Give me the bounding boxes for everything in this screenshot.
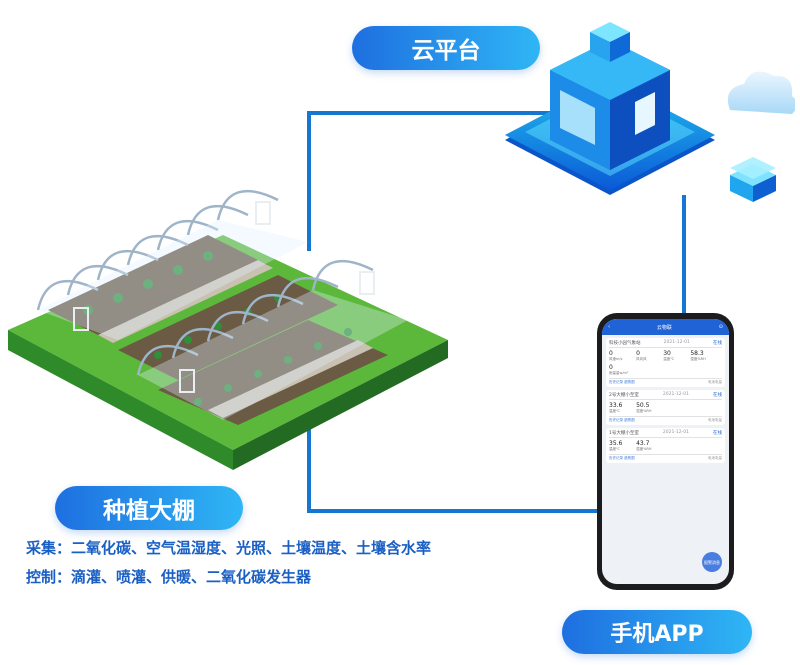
back-icon[interactable]: ‹ [608, 324, 610, 330]
card-title: 2号大棚小至室 [609, 393, 639, 398]
reading-label: 风速m/s [609, 357, 623, 361]
reading-label: 雨量量w/m² [609, 371, 629, 375]
reading-label: 温度℃ [609, 409, 620, 413]
card-header: 科技小园气象站 2021-12-01 在线 [609, 340, 722, 348]
reading-value: 0 [636, 350, 640, 357]
connector-left-vertical-lower [307, 415, 311, 511]
reading-value: 43.7 [636, 440, 650, 447]
card-time: 2021-12-01 [662, 392, 690, 397]
reading-label: 温度℃ [663, 357, 675, 361]
history-link[interactable]: 历史记录 趋势图 [609, 380, 635, 384]
greenhouse-label: 种植大棚 [55, 486, 243, 530]
card-time: 2021-12-01 [663, 340, 690, 345]
history-link[interactable]: 历史记录 趋势图 [609, 418, 635, 422]
battery-label: 电池电量 [708, 418, 722, 422]
card-footer: 历史记录 趋势图 电池电量 [609, 378, 722, 385]
battery-label: 电池电量 [708, 380, 722, 384]
reading-label: 湿度%RH [690, 357, 706, 361]
connector-right-vertical [682, 195, 686, 315]
control-caption: 控制：滴灌、喷灌、供暖、二氧化碳发生器 [26, 568, 312, 586]
card-header: 1号大棚小至室 2021-12-01 在线 [609, 430, 722, 438]
cloud-platform-illustration [505, 22, 795, 202]
card-footer: 历史记录 趋势图 电池电量 [609, 454, 722, 461]
app-title: 云物联 [656, 324, 672, 331]
reading-value: 58.3 [690, 350, 704, 357]
reading-value: 50.5 [636, 402, 650, 409]
card-status: 在线 [713, 431, 722, 436]
card-status: 在线 [713, 393, 722, 398]
greenhouse-illustration [8, 189, 448, 470]
card-footer: 历史记录 趋势图 电池电量 [609, 416, 722, 423]
card-title: 1号大棚小至室 [609, 431, 639, 436]
reading-label: 湿度%RH [636, 447, 652, 451]
reading-label: 风向风 [636, 357, 647, 361]
history-link[interactable]: 历史记录 趋势图 [609, 456, 635, 460]
more-icon[interactable]: ⊙ [718, 324, 723, 330]
reading-value: 0 [609, 350, 613, 357]
battery-label: 电池电量 [708, 456, 722, 460]
reading-value: 35.6 [609, 440, 623, 447]
reading-label: 湿度%RH [636, 409, 652, 413]
card-status: 在线 [713, 341, 722, 346]
reading-value: 0 [609, 364, 613, 371]
card-time: 2021-12-01 [662, 430, 690, 435]
connector-bottom-horizontal [307, 509, 599, 513]
app-bar: ‹ 云物联 ⊙ [602, 319, 729, 335]
cloud-platform-label: 云平台 [352, 26, 540, 70]
connector-left-vertical-upper [307, 111, 311, 251]
reading-value: 33.6 [609, 402, 623, 409]
mobile-app-label: 手机APP [562, 610, 752, 654]
reading-label: 温度℃ [609, 447, 620, 451]
card-header: 2号大棚小至室 2021-12-01 在线 [609, 392, 722, 400]
card-title: 科技小园气象站 [609, 341, 641, 346]
alarm-button[interactable]: 报警消息 [702, 552, 722, 572]
reading-value: 30 [663, 350, 671, 357]
connector-top-horizontal [307, 111, 555, 115]
collect-caption: 采集：二氧化碳、空气温湿度、光照、土壤温度、土壤含水率 [26, 539, 432, 557]
